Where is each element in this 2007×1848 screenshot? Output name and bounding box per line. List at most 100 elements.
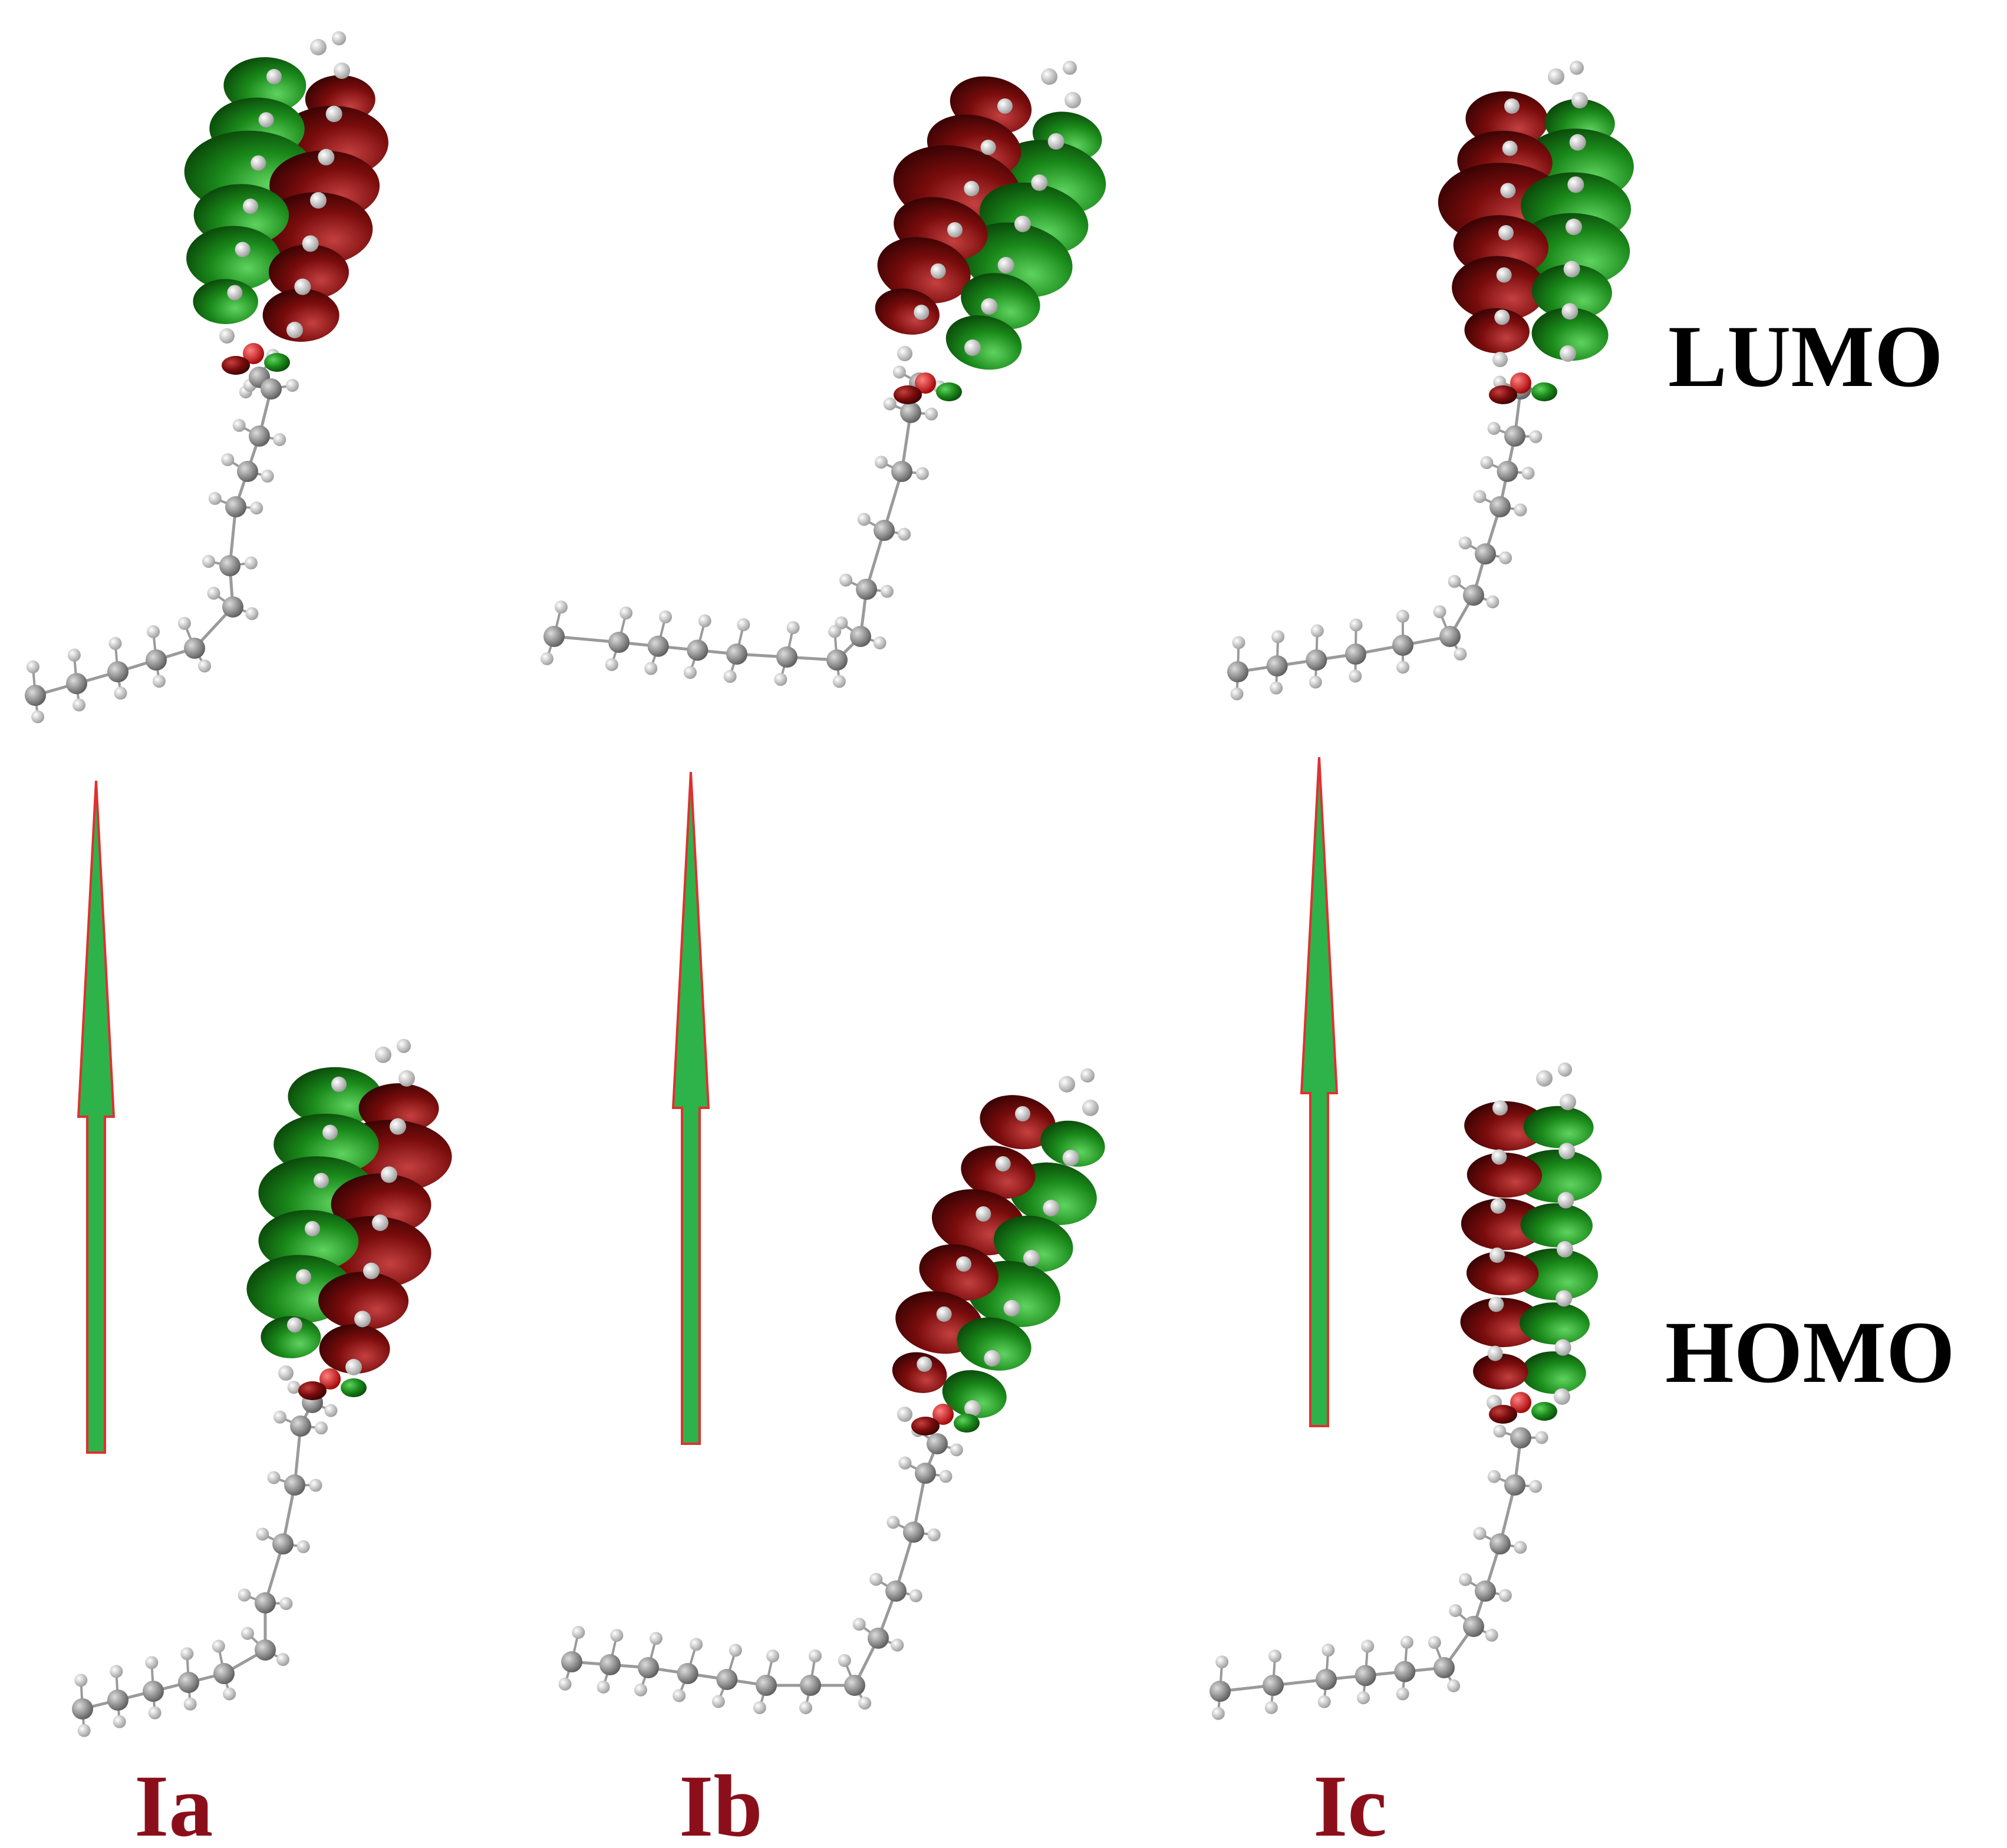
hydrogen-atom <box>936 1306 952 1322</box>
hydrogen-atom <box>1560 345 1576 362</box>
hydrogen-atom <box>1566 219 1582 235</box>
hydrogen-atom <box>891 1638 904 1652</box>
carbon-atom <box>543 626 565 647</box>
hydrogen-atom <box>915 467 929 480</box>
hydrogen-atom <box>219 328 235 344</box>
hydrogen-atom <box>296 1540 310 1553</box>
hydrogen-atom <box>898 1456 912 1470</box>
hydrogen-atom <box>774 672 787 686</box>
hydrogen-atom <box>909 1589 922 1602</box>
hydrogen-atom <box>858 1697 872 1710</box>
orbital-lobe-positive <box>945 315 1022 370</box>
hydrogen-atom <box>766 1649 780 1663</box>
orbital-lobe-negative <box>1489 1405 1517 1424</box>
orbital-lobe-positive <box>1531 307 1609 361</box>
hydrogen-atom <box>354 1311 371 1328</box>
carbon-atom <box>1263 1675 1284 1696</box>
carbon-atom <box>1355 1665 1376 1687</box>
hydrogen-atom <box>152 675 166 688</box>
orbital-lobe-positive <box>954 1414 980 1433</box>
hydrogen-atom <box>1529 430 1543 443</box>
hydrogen-atom <box>1473 1527 1487 1540</box>
hydrogen-atom <box>619 606 633 620</box>
carbon-atom <box>72 1698 93 1720</box>
hydrogen-atom <box>287 1381 301 1394</box>
carbon-atom <box>146 649 167 671</box>
hydrogen-atom <box>883 397 897 411</box>
hydrogen-atom <box>279 1597 293 1611</box>
hydrogen-atom <box>1271 630 1285 644</box>
carbon-atom <box>1475 1580 1496 1602</box>
hydrogen-atom <box>1309 675 1322 689</box>
hydrogen-atom <box>1480 456 1494 470</box>
hydrogen-atom <box>1080 1068 1095 1083</box>
compound-label-ib: Ib <box>679 1757 763 1848</box>
carbon-atom <box>222 596 243 618</box>
hydrogen-atom <box>673 1689 686 1702</box>
hydrogen-atom <box>1400 1635 1413 1649</box>
hydrogen-atom <box>1270 681 1283 695</box>
orbital-lobe-negative <box>892 1352 947 1393</box>
hydrogen-atom <box>1361 1639 1375 1653</box>
orbital-lobe-negative <box>1464 1101 1547 1151</box>
compound-label-ic: Ic <box>1313 1757 1387 1848</box>
orbital-lobe-negative <box>877 237 971 304</box>
hydrogen-atom <box>917 1357 932 1372</box>
hydrogen-atom <box>177 616 191 630</box>
hydrogen-atom <box>302 235 319 252</box>
hydrogen-atom <box>1504 98 1520 114</box>
hydrogen-atom <box>1488 1296 1504 1312</box>
hydrogen-atom <box>238 1588 251 1602</box>
hydrogen-atom <box>869 1573 883 1586</box>
hydrogen-atom <box>1554 1339 1571 1356</box>
energy-arrows <box>77 757 1339 1454</box>
hydrogen-atom <box>324 1404 338 1417</box>
carbon-atom <box>891 461 912 482</box>
hydrogen-atom <box>1448 575 1461 588</box>
hydrogen-atom <box>1535 1431 1548 1444</box>
carbon-atom <box>647 635 669 657</box>
hydrogen-atom <box>1487 422 1501 435</box>
hydrogen-atom <box>832 675 846 688</box>
hydrogen-atom <box>1063 61 1077 75</box>
hydrogen-atom <box>1487 1345 1503 1361</box>
hydrogen-atom <box>1211 1707 1225 1720</box>
carbon-atom <box>261 378 282 400</box>
hydrogen-atom <box>799 1701 812 1714</box>
orbital-lobe-positive <box>961 273 1040 330</box>
energy-transition-arrow-icon <box>1300 757 1339 1427</box>
carbon-atom <box>885 1580 907 1602</box>
hydrogen-atom <box>880 585 894 598</box>
orbital-lobe-negative <box>980 1095 1056 1150</box>
hydrogen-atom <box>1485 1628 1498 1642</box>
hydrogen-atom <box>227 285 243 301</box>
hydrogen-atom <box>1015 1106 1030 1121</box>
hydrogen-atom <box>315 1421 328 1435</box>
orbital-lobe-positive <box>186 226 281 291</box>
carbon-atom <box>1394 1661 1416 1682</box>
hydrogen-atom <box>273 1410 286 1424</box>
carbon-atom <box>1345 644 1366 665</box>
hydrogen-atom <box>1498 225 1514 240</box>
hydrogen-atom <box>243 199 258 214</box>
orbital-lobe-negative <box>1461 1198 1546 1250</box>
hydrogen-atom <box>857 513 871 526</box>
hydrogen-atom <box>345 1359 362 1375</box>
hydrogen-atom <box>839 573 853 587</box>
carbon-atom <box>1504 425 1525 447</box>
carbon-atom <box>677 1663 698 1684</box>
hydrogen-atom <box>1082 1100 1099 1116</box>
hydrogen-atom <box>1498 1589 1512 1602</box>
carbon-atom <box>599 1654 621 1675</box>
hydrogen-atom <box>753 1701 766 1714</box>
orbital-lobe-negative <box>875 288 940 335</box>
orbital-lobe-positive <box>193 279 258 324</box>
hydrogen-atom <box>786 621 800 635</box>
hydrogen-atom <box>198 659 212 673</box>
carbon-atom <box>249 425 270 447</box>
hydrogen-atom <box>1491 1149 1507 1165</box>
hydrogen-atom <box>67 648 81 662</box>
molecular-orbital-structures <box>25 31 1634 1737</box>
carbon-atom <box>1489 496 1511 517</box>
hydrogen-atom <box>314 1173 329 1189</box>
